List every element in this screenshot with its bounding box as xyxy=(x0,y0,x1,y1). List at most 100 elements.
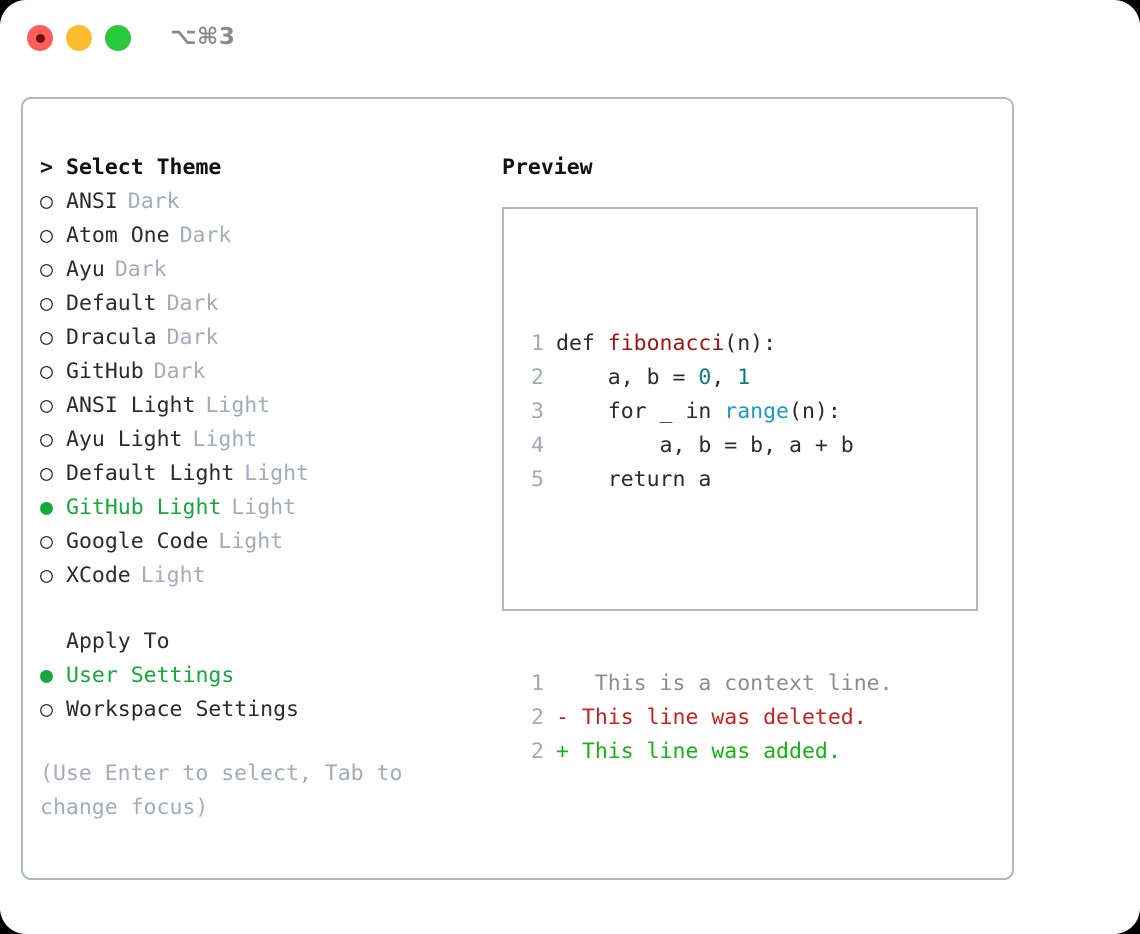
close-button[interactable] xyxy=(27,25,53,51)
theme-item-label: ANSI Light xyxy=(66,393,196,418)
theme-item-label: XCode xyxy=(66,563,131,588)
code-token-plain: a, b = b, a + b xyxy=(556,433,854,458)
line-number: 2 xyxy=(531,705,544,730)
radio-unselected-icon[interactable]: ○ xyxy=(40,427,53,452)
theme-list-item[interactable]: ○ XCode Light xyxy=(40,559,490,593)
radio-unselected-icon[interactable]: ○ xyxy=(40,529,53,554)
apply-to-list: ● User Settings ○ Workspace Settings xyxy=(40,659,490,727)
theme-item-variant-tag: Dark xyxy=(179,223,232,248)
diff-sign: - xyxy=(556,705,569,730)
apply-to-title: Apply To xyxy=(66,629,170,654)
radio-unselected-icon[interactable]: ○ xyxy=(40,563,53,588)
radio-unselected-icon[interactable]: ○ xyxy=(40,461,53,486)
theme-item-label: Google Code xyxy=(66,529,209,554)
theme-item-label: GitHub Light xyxy=(66,495,222,520)
theme-item-variant-tag: Light xyxy=(205,393,271,418)
code-diff-spacer xyxy=(518,565,893,599)
theme-item-label: Dracula xyxy=(66,325,157,350)
radio-unselected-icon[interactable]: ○ xyxy=(40,325,53,350)
code-token-number: 0 xyxy=(698,365,712,390)
code-token-plain: def xyxy=(556,331,608,356)
theme-list-item[interactable]: ○ Default Light Light xyxy=(40,457,490,491)
theme-item-label: Default Light xyxy=(66,461,235,486)
apply-to-item-label: User Settings xyxy=(66,663,235,688)
radio-unselected-icon[interactable]: ○ xyxy=(40,291,53,316)
radio-unselected-icon[interactable]: ○ xyxy=(40,393,53,418)
maximize-button[interactable] xyxy=(105,25,131,51)
code-line: 2 a, b = 0, 1 xyxy=(518,361,893,395)
code-token-plain: for _ in xyxy=(556,399,725,424)
theme-list-item[interactable]: ○ Default Dark xyxy=(40,287,490,321)
radio-unselected-icon[interactable]: ○ xyxy=(40,697,53,722)
theme-list-item[interactable]: ○ Atom One Dark xyxy=(40,219,490,253)
close-icon xyxy=(35,33,45,43)
keyboard-shortcut-label: ⌥⌘3 xyxy=(170,24,236,50)
line-number: 1 xyxy=(531,331,544,356)
theme-item-label: Default xyxy=(66,291,157,316)
keyboard-hint: (Use Enter to select, Tab to change focu… xyxy=(40,761,403,820)
theme-item-variant-tag: Dark xyxy=(153,359,206,384)
diff-deleted-line: 2- This line was deleted. xyxy=(518,701,893,735)
code-line: 5 return a xyxy=(518,463,893,497)
apply-to-item[interactable]: ○ Workspace Settings xyxy=(40,693,490,727)
radio-unselected-icon[interactable]: ○ xyxy=(40,223,53,248)
theme-item-variant-tag: Dark xyxy=(114,257,167,282)
theme-item-variant-tag: Light xyxy=(192,427,258,452)
radio-unselected-icon[interactable]: ○ xyxy=(40,359,53,384)
theme-list-item[interactable]: ○ GitHub Dark xyxy=(40,355,490,389)
code-line: 3 for _ in range(n): xyxy=(518,395,893,429)
theme-item-variant-tag: Dark xyxy=(166,325,219,350)
preview-title: Preview xyxy=(502,155,593,180)
line-number: 2 xyxy=(531,365,544,390)
code-line: 4 a, b = b, a + b xyxy=(518,429,893,463)
theme-list-item[interactable]: ○ ANSI Light Light xyxy=(40,389,490,423)
theme-item-variant-tag: Dark xyxy=(166,291,219,316)
theme-item-label: Atom One xyxy=(66,223,170,248)
select-theme-title: Select Theme xyxy=(66,155,222,180)
radio-unselected-icon[interactable]: ○ xyxy=(40,189,53,214)
select-theme-header: > Select Theme xyxy=(40,151,490,185)
diff-lines: 1 This is a context line.2- This line wa… xyxy=(518,667,893,769)
code-token-function: fibonacci xyxy=(607,331,725,356)
theme-item-variant-tag: Light xyxy=(140,563,206,588)
code-token-call: range xyxy=(724,399,790,424)
theme-list-item[interactable]: ○ Dracula Dark xyxy=(40,321,490,355)
diff-sign: + xyxy=(556,739,569,764)
window-controls xyxy=(27,25,131,51)
theme-item-variant-tag: Light xyxy=(244,461,310,486)
theme-item-variant-tag: Light xyxy=(218,529,284,554)
apply-to-item-label: Workspace Settings xyxy=(66,697,299,722)
theme-list-item[interactable]: ○ Ayu Light Light xyxy=(40,423,490,457)
code-token-plain: , xyxy=(711,365,738,390)
apply-to-header: Apply To xyxy=(40,625,490,659)
theme-list-item[interactable]: ○ Google Code Light xyxy=(40,525,490,559)
code-token-plain: (n): xyxy=(724,331,777,356)
code-line: 1 def fibonacci(n): xyxy=(518,327,893,361)
theme-list-item[interactable]: ● GitHub Light Light xyxy=(40,491,490,525)
title-bar: ⌥⌘3 xyxy=(0,0,1140,76)
section-spacer xyxy=(40,593,490,625)
line-number: 2 xyxy=(531,739,544,764)
theme-item-label: Ayu Light xyxy=(66,427,183,452)
theme-item-label: ANSI xyxy=(66,189,118,214)
diff-added-line: 2+ This line was added. xyxy=(518,735,893,769)
apply-to-item[interactable]: ● User Settings xyxy=(40,659,490,693)
line-number: 3 xyxy=(531,399,544,424)
minimize-button[interactable] xyxy=(66,25,92,51)
line-number: 1 xyxy=(531,671,544,696)
theme-item-variant-tag: Light xyxy=(231,495,297,520)
radio-unselected-icon[interactable]: ○ xyxy=(40,257,53,282)
theme-item-label: GitHub xyxy=(66,359,144,384)
diff-sign xyxy=(556,667,569,701)
diff-context-line: 1 This is a context line. xyxy=(518,667,893,701)
radio-selected-icon[interactable]: ● xyxy=(40,663,53,688)
radio-selected-icon[interactable]: ● xyxy=(40,495,53,520)
